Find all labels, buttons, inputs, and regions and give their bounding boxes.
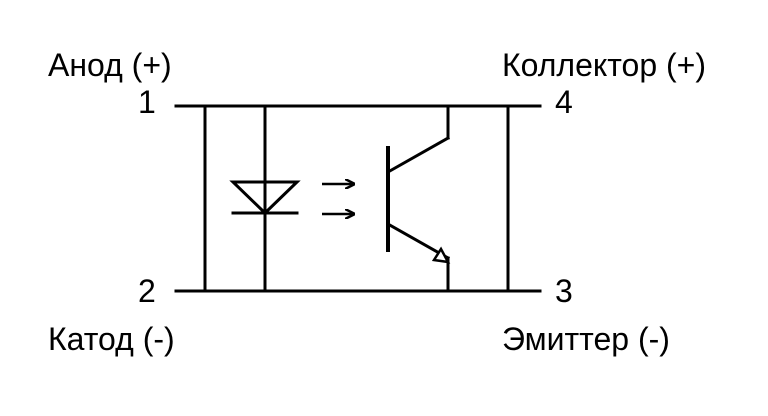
transistor-collector-diagonal — [385, 135, 451, 175]
cathode-label: Катод (-) — [48, 321, 175, 357]
light-arrows-icon — [322, 184, 354, 214]
led-diode-icon — [229, 104, 301, 293]
pin-1-number: 1 — [138, 84, 156, 120]
anode-label: Анод (+) — [48, 47, 172, 83]
pin-3-number: 3 — [555, 273, 573, 309]
package-wires — [174, 104, 542, 293]
pin-2-number: 2 — [138, 273, 156, 309]
led-triangle — [229, 180, 301, 216]
emitter-arrow — [431, 246, 451, 264]
phototransistor-icon — [385, 104, 451, 293]
collector-label: Коллектор (+) — [502, 47, 706, 83]
pin-4-number: 4 — [555, 84, 573, 120]
emitter-label: Эмиттер (-) — [502, 321, 670, 357]
